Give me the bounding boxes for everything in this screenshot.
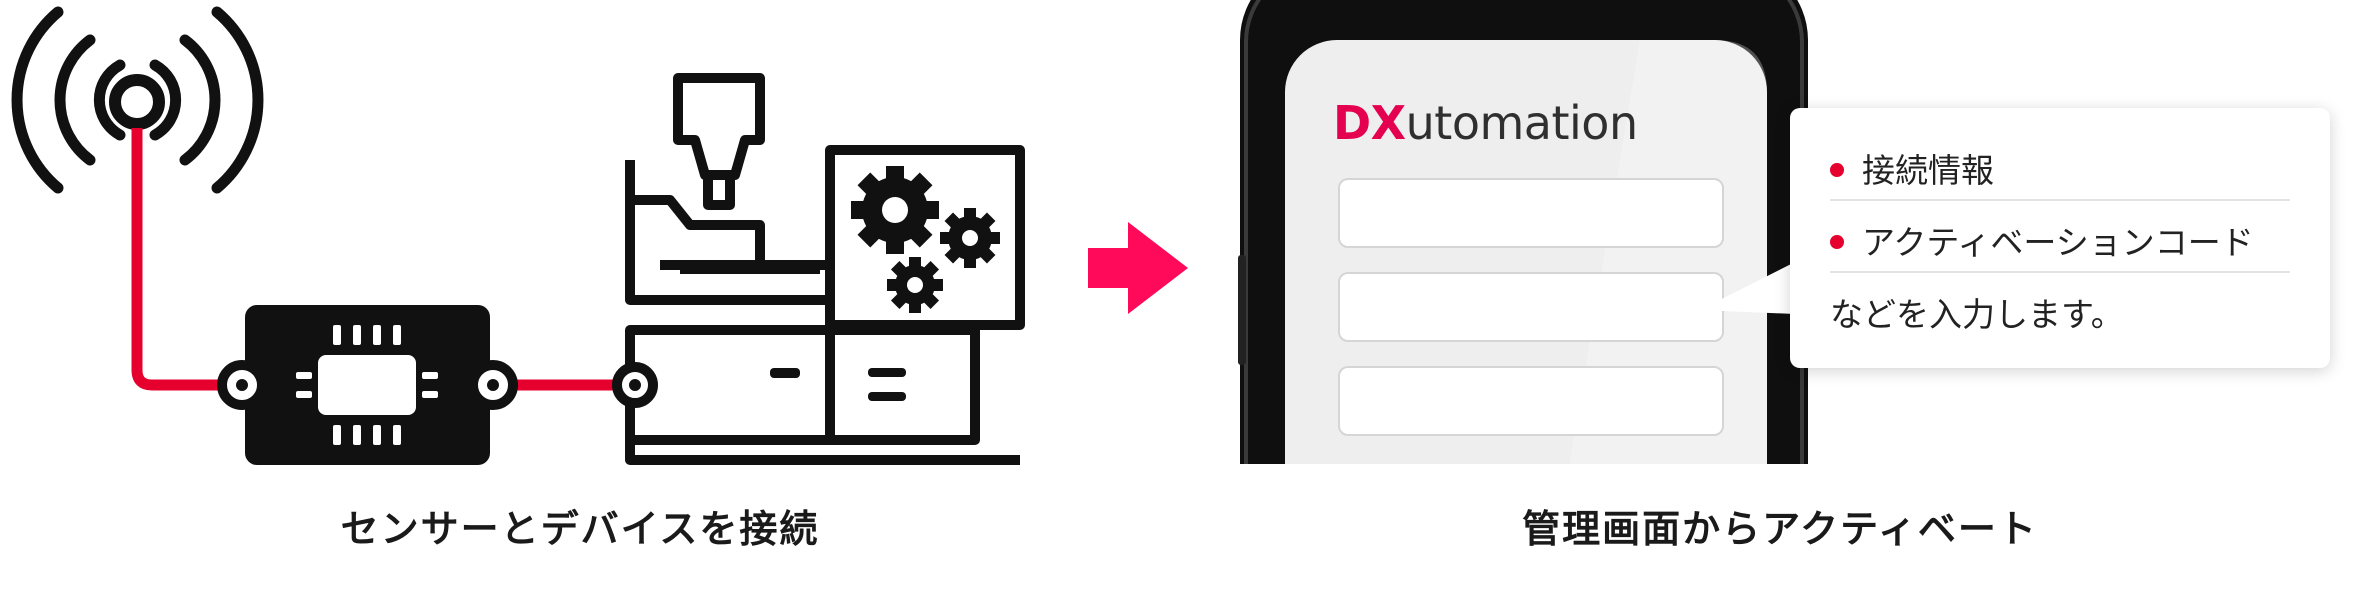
antenna-icon (11, 6, 264, 194)
phone-form-field[interactable] (1338, 178, 1724, 248)
dx-automation-logo: DXutomation (1333, 96, 1638, 150)
callout-bubble: 接続情報 アクティベーションコード などを入力します。 (1790, 108, 2330, 368)
left-caption: センサーとデバイスを接続 (340, 507, 820, 551)
bullet-icon (1830, 234, 1844, 249)
bubble-item: アクティベーションコード (1830, 216, 2254, 264)
divider (1830, 271, 2290, 273)
sensor-module-icon (217, 305, 518, 465)
logo-suffix: utomation (1405, 96, 1638, 150)
gear-icon (851, 166, 1000, 313)
bubble-item-label: 接続情報 (1862, 151, 1994, 190)
bubble-footer: などを入力します。 (1830, 295, 2124, 334)
arrow-right-icon (1088, 222, 1188, 314)
callout-tail (1700, 262, 1795, 314)
bubble-item-label: アクティベーションコード (1862, 223, 2254, 262)
injection-machine-icon (612, 73, 1025, 465)
divider (1830, 199, 2290, 201)
logo-prefix: DX (1333, 96, 1406, 150)
right-caption: 管理画面からアクティベート (1522, 507, 2038, 551)
phone-form-field[interactable] (1338, 366, 1724, 436)
bubble-item: 接続情報 (1830, 144, 1994, 192)
phone-form-field[interactable] (1338, 272, 1724, 342)
bullet-icon (1830, 162, 1844, 177)
connection-wire (131, 128, 620, 391)
